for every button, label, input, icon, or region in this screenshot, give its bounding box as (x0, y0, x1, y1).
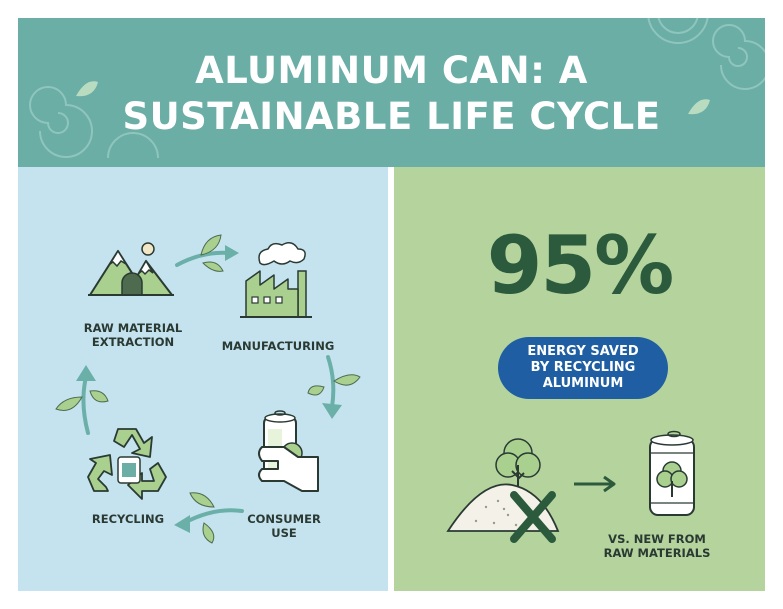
swirl-decoration-icon (29, 18, 765, 159)
stage-label-manufacturing: MANUFACTURING (221, 339, 335, 353)
recycled-can-icon (649, 430, 695, 516)
stage-label-raw-material: RAW MATERIAL EXTRACTION (83, 321, 183, 349)
stage-label-recycling: RECYCLING (91, 512, 165, 526)
energy-saved-badge: ENERGY SAVED BY RECYCLING ALUMINUM (498, 337, 668, 399)
hand-holding-can-icon (258, 410, 319, 492)
panel-divider (388, 167, 394, 591)
mountain-mine-icon (88, 242, 174, 296)
arrow-right-icon (574, 475, 616, 493)
recycle-icon (87, 428, 167, 500)
leaf-arrow-icon (175, 234, 239, 272)
energy-saved-percent: 95% (486, 219, 674, 312)
infographic-card: ALUMINUM CAN: A SUSTAINABLE LIFE CYCLE R… (18, 18, 765, 591)
life-cycle-panel: RAW MATERIAL EXTRACTION MANUFACTURING CO… (18, 167, 388, 591)
leaf-arrow-icon (55, 365, 109, 435)
header-banner: ALUMINUM CAN: A SUSTAINABLE LIFE CYCLE (18, 18, 765, 167)
comparison-label: VS. NEW FROM RAW MATERIALS (603, 532, 711, 560)
page-title: ALUMINUM CAN: A SUSTAINABLE LIFE CYCLE (122, 49, 661, 138)
factory-icon (240, 242, 312, 318)
raw-materials-crossed-icon (446, 438, 560, 543)
leaf-icon (688, 99, 710, 115)
leaf-icon (76, 81, 98, 97)
leaf-arrow-icon (307, 355, 361, 419)
leaf-arrow-icon (174, 492, 244, 544)
stage-label-consumer-use: CONSUMER USE (247, 512, 321, 540)
recycling-stats-panel: 95% ENERGY SAVED BY RECYCLING ALUMINUM (394, 167, 765, 591)
